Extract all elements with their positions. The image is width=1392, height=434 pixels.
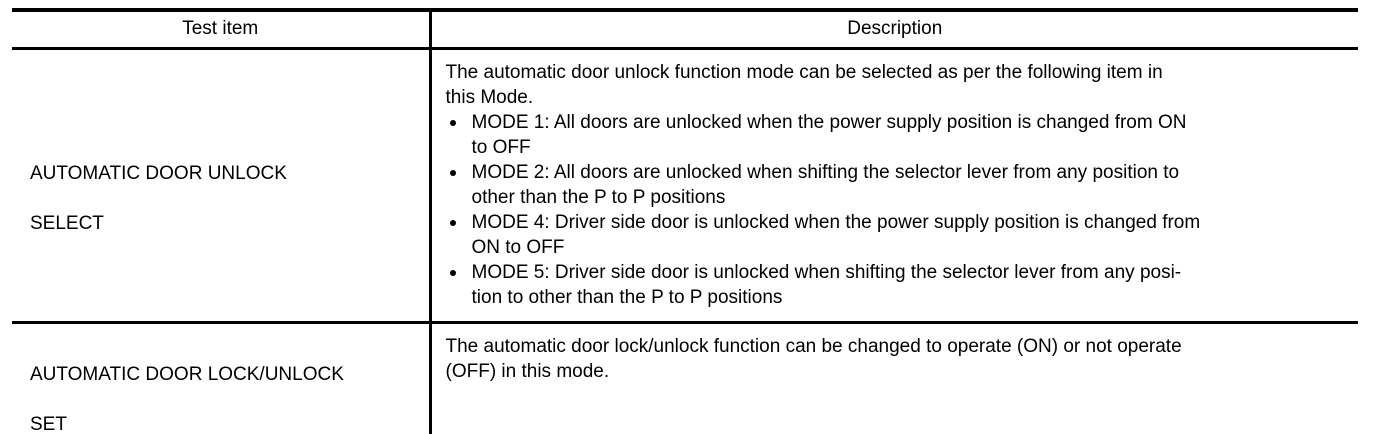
mode-line: MODE 5: Driver side door is unlocked whe… (471, 262, 1182, 283)
description-text: The automatic door lock/unlock function … (446, 334, 1347, 384)
description-line: (OFF) in this mode. (445, 361, 610, 382)
mode-line: other than the P to P positions (471, 187, 726, 208)
list-item: MODE 1: All doors are unlocked when the … (446, 110, 1347, 160)
description-intro: The automatic door unlock function mode … (446, 60, 1347, 110)
test-item-line: SET (30, 414, 67, 434)
list-item: MODE 2: All doors are unlocked when shif… (446, 160, 1347, 210)
mode-line: ON to OFF (471, 237, 565, 258)
intro-line: The automatic door unlock function mode … (445, 62, 1163, 83)
table-header: Test item Description (12, 10, 1358, 49)
column-header-test-item: Test item (182, 18, 259, 39)
table-row: AUTOMATIC DOOR LOCK/UNLOCK SET The autom… (12, 322, 1358, 434)
test-item-line: AUTOMATIC DOOR LOCK/UNLOCK (30, 364, 344, 385)
bullet-icon (449, 120, 456, 126)
test-item-line: AUTOMATIC DOOR UNLOCK (30, 162, 287, 184)
cell-description: The automatic door unlock function mode … (428, 48, 1358, 323)
cell-test-item: AUTOMATIC DOOR UNLOCK SELECT (12, 49, 430, 323)
column-header-description: Description (428, 10, 1358, 49)
cell-test-item: AUTOMATIC DOOR LOCK/UNLOCK SET (12, 323, 430, 434)
list-item: MODE 4: Driver side door is unlocked whe… (446, 210, 1347, 260)
description-line: The automatic door lock/unlock function … (445, 336, 1182, 357)
header-row: Test item Description (12, 10, 1358, 49)
list-item: MODE 5: Driver side door is unlocked whe… (446, 260, 1347, 310)
mode-line: MODE 2: All doors are unlocked when shif… (471, 162, 1180, 183)
test-item-line: SELECT (30, 212, 104, 234)
bullet-icon (449, 270, 456, 276)
mode-line: MODE 4: Driver side door is unlocked whe… (471, 212, 1201, 233)
bullet-icon (449, 170, 456, 176)
table-body: AUTOMATIC DOOR UNLOCK SELECT The automat… (12, 48, 1358, 434)
cell-description: The automatic door lock/unlock function … (428, 322, 1358, 434)
mode-line: to OFF (471, 137, 531, 158)
intro-line: this Mode. (445, 87, 534, 108)
mode-list: MODE 1: All doors are unlocked when the … (446, 110, 1347, 310)
bullet-icon (449, 220, 456, 226)
mode-line: MODE 1: All doors are unlocked when the … (471, 112, 1187, 133)
mode-line: tion to other than the P to P positions (471, 287, 783, 308)
spec-table: Test item Description AUTOMATIC DOOR UNL… (12, 8, 1358, 434)
table-row: AUTOMATIC DOOR UNLOCK SELECT The automat… (12, 48, 1358, 323)
